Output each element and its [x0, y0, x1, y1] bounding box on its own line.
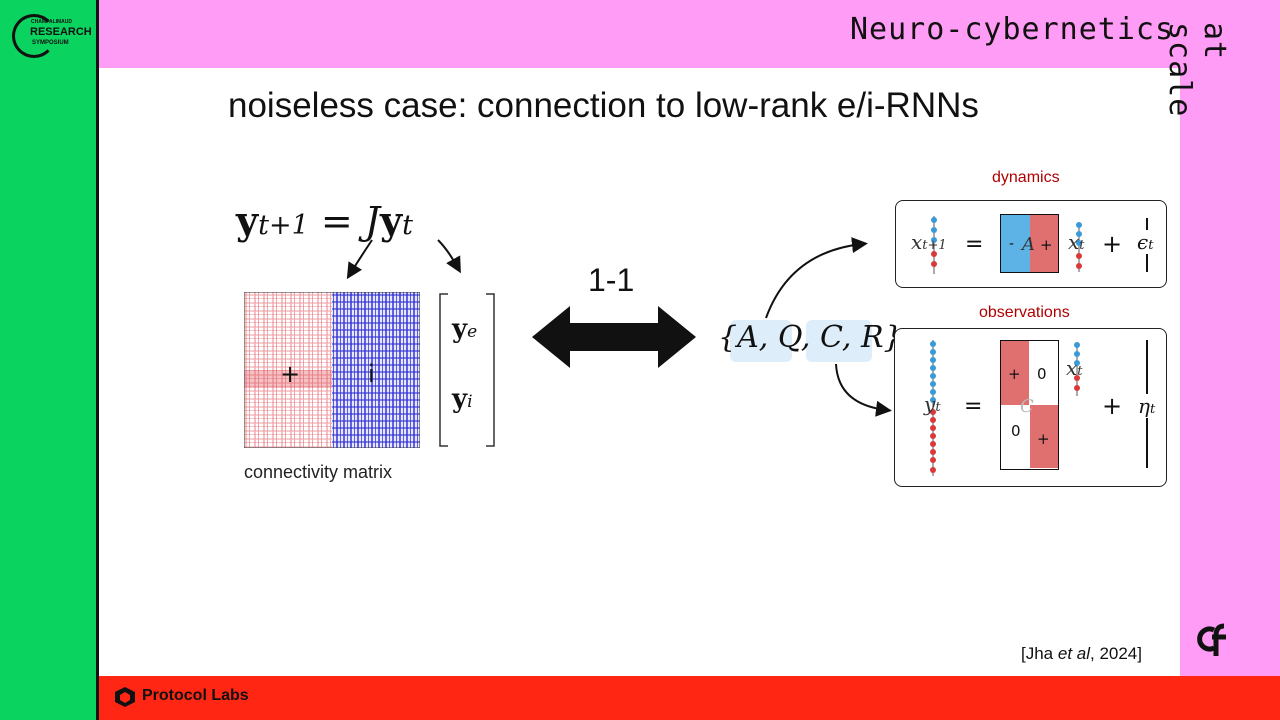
sponsor-name: Protocol Labs — [142, 687, 249, 704]
A-matrix-label: A — [1022, 234, 1035, 255]
double-arrow-icon — [532, 306, 696, 368]
A-matrix-red-half — [1030, 215, 1058, 272]
dynamics-plus: + — [1102, 230, 1123, 258]
dynamics-x-lhs: xt+1 — [911, 230, 947, 254]
dynamics-equals: = — [965, 232, 984, 257]
vector-yi: yi — [452, 384, 473, 414]
obs-equals: = — [964, 394, 983, 419]
left-color-bar — [0, 0, 98, 720]
cf-logo-icon — [1197, 623, 1226, 656]
top-color-bar — [98, 0, 1280, 68]
citation: [Jha et al, 2024] — [1021, 644, 1142, 663]
param-highlight-aq — [730, 320, 792, 362]
A-matrix-frame — [1000, 214, 1059, 273]
A-matrix-plus: + — [1040, 236, 1053, 254]
obs-plus: + — [1102, 392, 1123, 420]
eq-lhs-sub: t+1 — [258, 210, 309, 241]
param-arrows — [765, 237, 892, 417]
dynamics-state-dots-lhs — [931, 216, 937, 274]
C-zero-top: 0 — [1037, 365, 1047, 383]
eq-rhs-sub: t — [402, 210, 413, 241]
symposium-logo-ring-icon — [12, 14, 56, 58]
obs-x: xt — [1066, 356, 1083, 380]
C-matrix-top-block — [1001, 341, 1029, 405]
matrix-caption: connectivity matrix — [244, 462, 393, 482]
logo-line-1: CHAMPALIMAUD — [31, 19, 73, 25]
obs-y: yt — [924, 392, 941, 416]
equation-arrows — [346, 239, 461, 280]
slide-title: noiseless case: connection to low-rank e… — [228, 86, 979, 125]
bottom-color-bar — [98, 676, 1280, 720]
matrix-minus-label: i — [368, 360, 375, 388]
eq-lhs-y: y — [236, 198, 259, 243]
series-title: Neuro-cybernetics — [850, 12, 1175, 47]
A-matrix-minus: - — [1009, 236, 1015, 252]
C-zero-bottom: 0 — [1011, 422, 1021, 440]
vector-brackets — [439, 293, 495, 447]
logo-line-2: RESEARCH — [30, 26, 92, 38]
C-matrix-frame — [1000, 340, 1059, 470]
matrix-plus-label: + — [280, 360, 301, 388]
obs-noise: ηt — [1138, 394, 1156, 418]
C-matrix-label: C — [1020, 396, 1034, 417]
dynamics-noise: ϵt — [1137, 230, 1154, 254]
observation-dots — [930, 340, 936, 476]
vector-ye: ye — [452, 314, 478, 344]
C-plus-bottom: + — [1037, 430, 1050, 448]
dynamics-label: dynamics — [992, 169, 1060, 186]
obs-state-dots — [1074, 342, 1080, 396]
A-matrix-blue-half — [1001, 215, 1030, 272]
eq-J: J — [364, 199, 380, 243]
main-equation: yt+1 = Jyt — [236, 198, 413, 243]
dynamics-state-dots-rhs — [1076, 222, 1082, 272]
dynamics-x-rhs: xt — [1068, 230, 1085, 254]
series-title-side: at scale — [1162, 22, 1232, 118]
logo-line-3: SYMPOSIUM — [32, 40, 69, 46]
one-to-one-label: 1-1 — [588, 262, 635, 298]
frame-divider — [96, 0, 99, 720]
right-color-bar — [1180, 68, 1280, 680]
eq-rhs-y: y — [380, 198, 403, 243]
param-highlight-cr — [806, 320, 872, 362]
parameter-set: {A, Q, C, R} — [718, 320, 903, 355]
observations-label: observations — [979, 304, 1070, 321]
protocol-labs-logo-icon — [115, 687, 135, 707]
connectivity-matrix — [244, 292, 420, 448]
C-matrix-bottom-block — [1030, 405, 1058, 468]
C-plus-top: + — [1008, 365, 1021, 383]
